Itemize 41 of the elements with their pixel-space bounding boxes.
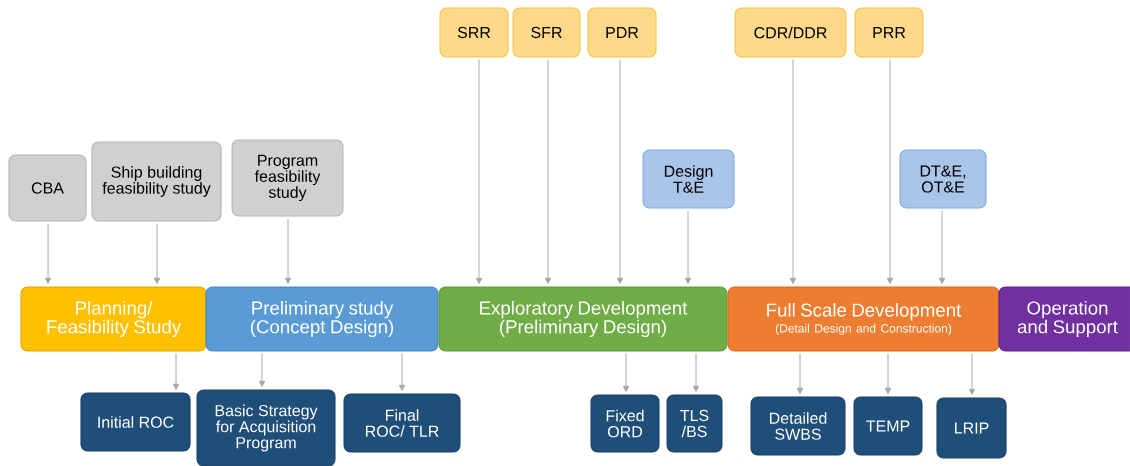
arrow [884, 353, 892, 394]
output-box: LRIP [936, 397, 1007, 459]
study-box: CBA [8, 154, 87, 222]
arrow [684, 210, 692, 284]
phase-box: Operation and Support [998, 286, 1130, 352]
review-box: PRR [854, 7, 924, 58]
arrow [692, 353, 700, 392]
study-box: Program feasibility study [231, 139, 344, 217]
arrow [153, 223, 161, 284]
phase-box: Full Scale Development (Detail Design and Construction) [727, 286, 1000, 352]
arrow [616, 59, 624, 284]
arrow [475, 59, 483, 284]
arrow [938, 210, 946, 284]
output-box: Final ROC/ TLR [343, 393, 461, 453]
output-box: Initial ROC [80, 392, 191, 452]
phase-box: Exploratory Development (Preliminary Design) [438, 286, 728, 352]
arrow [622, 353, 630, 392]
phase-box: Preliminary study (Concept Design) [205, 286, 439, 352]
arrow [44, 223, 52, 284]
output-box: TEMP [853, 396, 923, 456]
review-box: SRR [439, 7, 509, 58]
arrow [258, 353, 266, 387]
arrow [968, 353, 976, 395]
test-box: Design T&E [642, 149, 735, 209]
arrow [796, 353, 804, 394]
output-box: TLS /BS [666, 394, 723, 453]
arrow [544, 59, 552, 284]
test-box: DT&E, OT&E [899, 149, 987, 209]
output-box: Fixed ORD [590, 394, 660, 453]
output-box: Basic Strategy for Acquisition Program [196, 389, 336, 466]
arrow [789, 59, 797, 284]
study-box: Ship building feasibility study [91, 141, 222, 222]
arrow [398, 353, 406, 391]
review-box: CDR/DDR [734, 7, 847, 58]
arrow [172, 353, 180, 390]
review-box: PDR [587, 7, 657, 58]
arrow [284, 218, 292, 284]
phase-box: Planning/ Feasibility Study [20, 286, 207, 352]
output-box: Detailed SWBS [750, 396, 846, 456]
review-box: SFR [512, 7, 581, 58]
arrow [886, 59, 894, 284]
